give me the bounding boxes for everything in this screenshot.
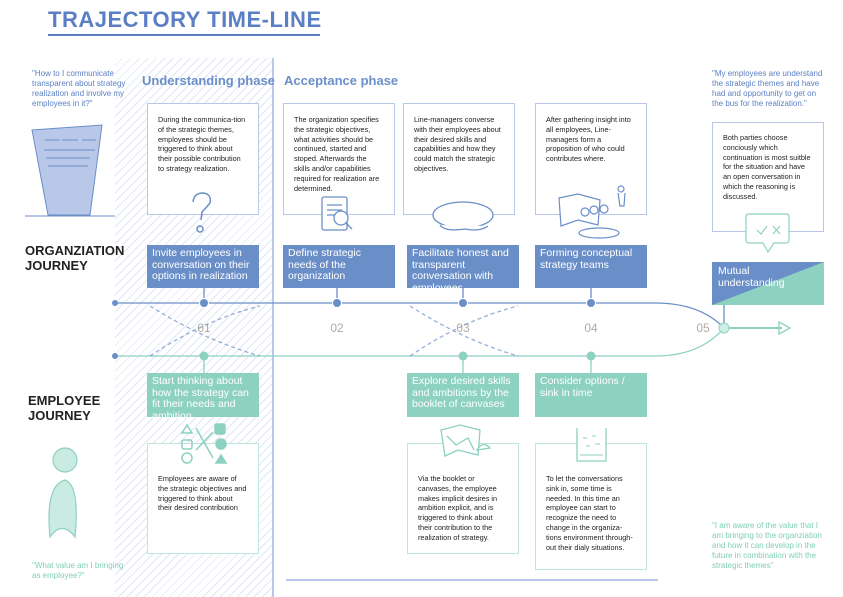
org-step-2-label: Define strategic needs of the organizati… (283, 245, 395, 288)
building-icon (25, 124, 115, 217)
emp-card-3: Via the booklet or canvases, the employe… (407, 443, 519, 554)
map-explore-icon (440, 424, 492, 457)
team-map-icon (558, 185, 626, 239)
phase-divider (272, 58, 274, 597)
check-cross-bubble-icon (745, 213, 790, 254)
org-end-quote: "My employees are understand the strateg… (712, 69, 823, 108)
org-step-3-label: Facilitate honest and transparent conver… (407, 245, 519, 293)
page-title: TRAJECTORY TIME-LINE (48, 7, 322, 32)
person-icon (48, 447, 78, 539)
org-step-4-label: Forming conceptual strategy teams (535, 245, 647, 288)
beaker-icon (576, 428, 607, 462)
org-step-1-label: Invite employees in conversation on thei… (147, 245, 259, 288)
emp-step-3-label: Explore desired skills and ambitions by … (407, 373, 519, 417)
employee-journey-label: EMPLOYEE JOURNEY (28, 393, 101, 423)
org-card-1: During the communica-tion of the strateg… (147, 103, 259, 215)
organization-journey-label: ORGANZIATION JOURNEY (25, 243, 125, 273)
timeline-lines (115, 288, 792, 373)
bottom-rule (286, 579, 658, 581)
step-number-02: 02 (330, 321, 344, 335)
mutual-understanding-label: Mutual understanding (712, 262, 824, 305)
timeline-dots (112, 298, 730, 361)
emp-step-4-label: Consider options / sink in time (535, 373, 647, 417)
org-start-quote: "How to I communicate transparent about … (32, 69, 126, 108)
phase-acceptance: Acceptance phase (284, 73, 399, 88)
step-number-04: 04 (584, 321, 598, 335)
emp-card-4: To let the conversations sink in, some t… (535, 443, 647, 570)
speech-bubble-icon (432, 201, 494, 231)
shapes-match-icon (180, 423, 228, 464)
emp-start-quote: "What value am I bringing as employee?" (32, 561, 124, 580)
emp-card-1: Employees are aware of the strategic obj… (147, 443, 259, 554)
phase-understanding: Understanding phase (142, 73, 275, 88)
emp-step-1-label: Start thinking about how the strategy ca… (147, 373, 259, 421)
question-icon (192, 192, 212, 233)
emp-end-quote: "I am aware of the value that I am bring… (712, 521, 822, 570)
title-underline (48, 34, 320, 36)
org-card-2: The organization specifies the strategic… (283, 103, 395, 215)
document-search-icon (321, 196, 353, 231)
step-number-05: 05 (696, 321, 710, 335)
org-card-4: After gathering insight into all employe… (535, 103, 647, 215)
